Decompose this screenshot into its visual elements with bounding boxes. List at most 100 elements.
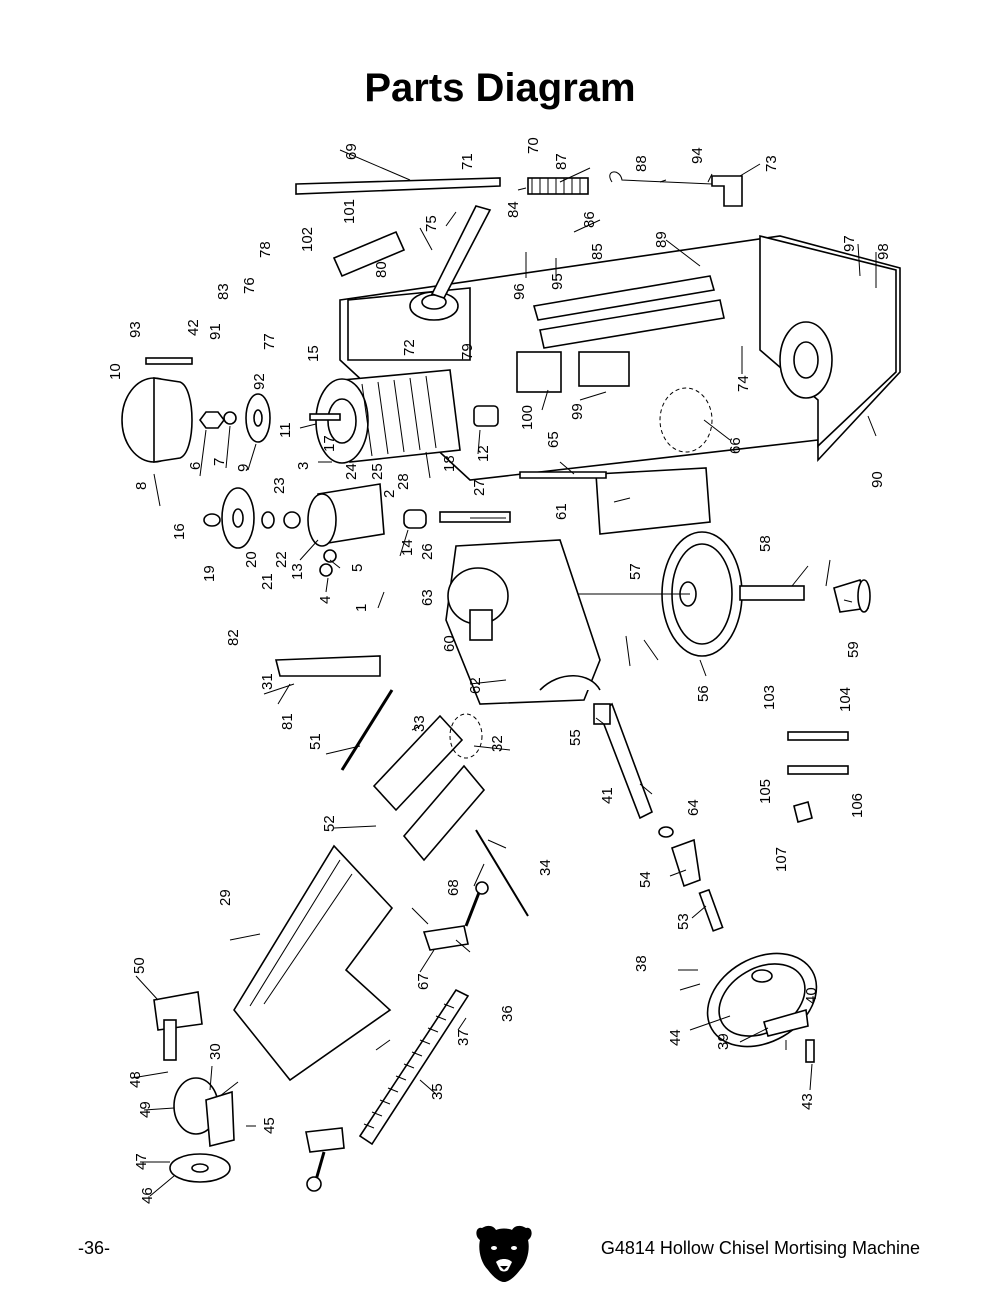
callout-label-29: 29	[217, 889, 234, 906]
callout-label-37: 37	[455, 1029, 472, 1046]
bit-105	[787, 765, 849, 775]
washer-64	[658, 826, 674, 838]
rack-35	[358, 988, 470, 1146]
callout-label-48: 48	[127, 1071, 144, 1088]
callout-label-86: 86	[581, 211, 598, 228]
bearing-20	[261, 511, 275, 529]
gib-34	[475, 829, 529, 917]
page-number: -36-	[78, 1238, 111, 1258]
callout-label-97: 97	[841, 235, 858, 252]
callout-label-94: 94	[689, 147, 706, 164]
chisel-103	[787, 731, 849, 741]
callout-label-16: 16	[171, 523, 188, 540]
head-assembly	[332, 205, 492, 321]
callout-label-22: 22	[273, 551, 290, 568]
callout-label-76: 76	[241, 277, 258, 294]
callout-label-60: 60	[441, 635, 458, 652]
callout-label-98: 98	[875, 243, 892, 260]
callout-label-9: 9	[235, 464, 252, 472]
table-base-62	[445, 539, 601, 705]
callout-label-84: 84	[505, 201, 522, 218]
callout-label-61: 61	[553, 503, 570, 520]
callout-label-14: 14	[399, 539, 416, 556]
slide-52	[372, 714, 464, 812]
callout-label-3: 3	[295, 462, 312, 470]
callout-label-83: 83	[215, 283, 232, 300]
callout-label-27: 27	[471, 479, 488, 496]
callout-label-7: 7	[211, 458, 228, 466]
bearing-54	[671, 838, 701, 888]
callout-label-66: 66	[727, 437, 744, 454]
callout-label-44: 44	[667, 1029, 684, 1046]
callout-label-82: 82	[225, 629, 242, 646]
bushing-16	[203, 513, 221, 527]
callout-label-23: 23	[271, 477, 288, 494]
bear-head-icon	[476, 1225, 532, 1282]
plate-67	[422, 925, 469, 951]
callout-label-11: 11	[277, 422, 294, 438]
callout-label-55: 55	[567, 729, 584, 746]
callout-label-50: 50	[131, 957, 148, 974]
motor	[309, 369, 499, 464]
detail-circle-32	[449, 713, 483, 759]
callout-label-102: 102	[299, 227, 316, 252]
callout-label-57: 57	[627, 563, 644, 580]
callout-label-67: 67	[415, 973, 432, 990]
hook-rod	[609, 171, 743, 207]
callout-label-79: 79	[459, 343, 476, 360]
shaft-26	[439, 511, 511, 523]
key-65	[519, 471, 607, 479]
callout-label-72: 72	[401, 339, 418, 356]
callout-label-71: 71	[459, 153, 476, 170]
callout-label-45: 45	[261, 1117, 278, 1134]
bracket-30	[205, 1090, 235, 1148]
callout-label-5: 5	[349, 564, 366, 572]
callout-label-33: 33	[411, 715, 428, 732]
callout-label-92: 92	[251, 373, 268, 390]
bushing-107	[793, 801, 813, 823]
callout-label-28: 28	[395, 473, 412, 490]
motor-housing-13	[307, 483, 385, 577]
callout-label-15: 15	[305, 345, 322, 362]
callout-label-70: 70	[525, 137, 542, 154]
callout-label-36: 36	[499, 1005, 516, 1022]
callout-label-8: 8	[133, 482, 150, 490]
callout-label-49: 49	[137, 1101, 154, 1118]
callout-label-63: 63	[419, 589, 436, 606]
callout-label-81: 81	[279, 713, 296, 730]
callout-label-101: 101	[341, 199, 358, 224]
callout-label-107: 107	[773, 847, 790, 872]
callout-label-40: 40	[803, 987, 820, 1004]
callout-label-100: 100	[519, 405, 536, 430]
callout-label-85: 85	[589, 243, 606, 260]
handle-43	[805, 1039, 815, 1063]
cover-plate-100	[516, 351, 562, 393]
collar-55	[593, 703, 611, 725]
callout-label-31: 31	[259, 673, 276, 690]
callout-label-21: 21	[259, 573, 276, 590]
callout-label-46: 46	[139, 1187, 156, 1204]
cover-plate-99	[578, 351, 630, 387]
callout-label-74: 74	[735, 375, 752, 392]
washer-7	[223, 411, 237, 425]
detail-circle-66	[659, 387, 713, 453]
callout-label-4: 4	[317, 596, 334, 604]
callout-label-41: 41	[599, 787, 616, 804]
callout-label-106: 106	[849, 793, 866, 818]
callout-label-54: 54	[637, 871, 654, 888]
page-title: Parts Diagram	[364, 66, 636, 110]
callout-label-39: 39	[715, 1033, 732, 1050]
callout-label-52: 52	[321, 815, 338, 832]
callout-label-35: 35	[429, 1083, 446, 1100]
callout-label-18: 18	[441, 455, 458, 472]
callout-label-32: 32	[489, 735, 506, 752]
callout-label-10: 10	[107, 363, 124, 380]
fence-82	[274, 655, 381, 677]
pulley-cover	[121, 357, 193, 463]
small-plate	[305, 1127, 345, 1153]
callout-label-12: 12	[475, 445, 492, 462]
callout-label-104: 104	[837, 687, 854, 712]
bracket-50	[153, 991, 203, 1031]
callout-label-91: 91	[207, 323, 224, 340]
